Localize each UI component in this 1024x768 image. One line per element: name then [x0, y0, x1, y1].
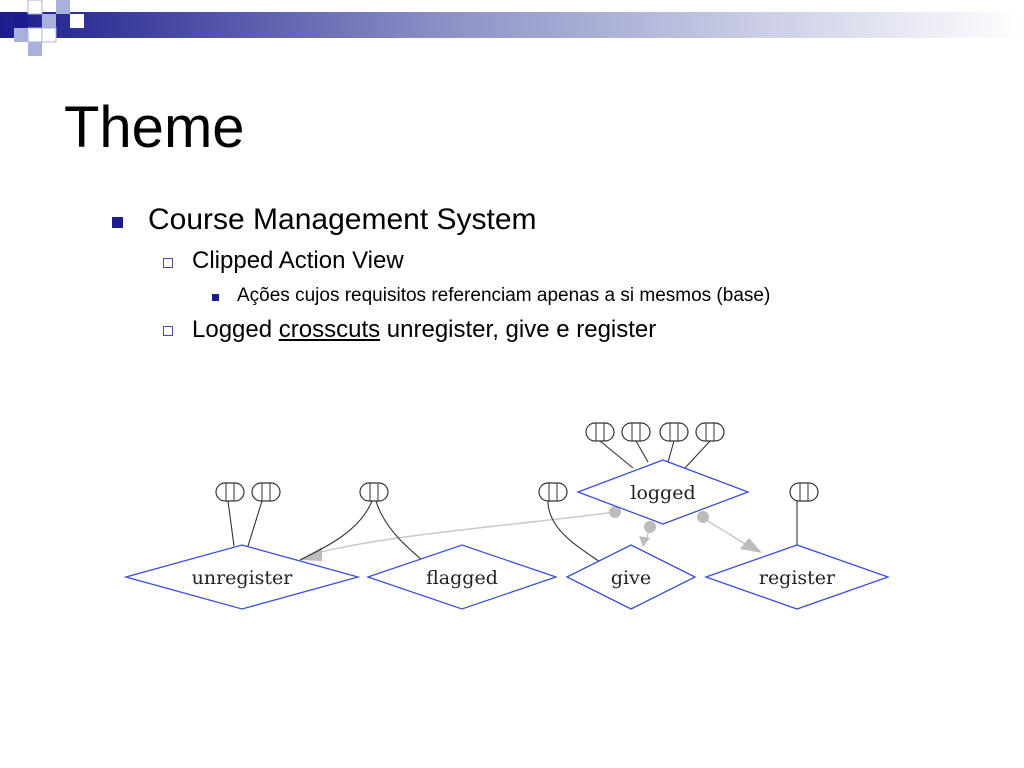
- requirement-pill-icon: [621, 422, 651, 442]
- node-label: unregister: [192, 567, 294, 589]
- crosscut-edges: [300, 506, 762, 561]
- bullet-logged-crosscuts: Logged crosscuts unregister, give e regi…: [192, 316, 656, 344]
- node-register[interactable]: register: [704, 544, 890, 610]
- node-label: logged: [630, 482, 695, 504]
- bullet-square-icon: [112, 217, 123, 228]
- logged-prefix: Logged: [192, 316, 273, 343]
- requirement-pill-icon: [789, 482, 819, 502]
- bullet-clipped-action-view: Clipped Action View: [192, 247, 404, 274]
- bullet-actions-description: Ações cujos requisitos referenciam apena…: [237, 285, 771, 306]
- bullet-hollow-square-icon: [163, 326, 173, 336]
- requirement-pill-icon: [585, 422, 615, 442]
- requirement-pill-icon: [251, 482, 281, 502]
- requirement-pill-icon: [659, 422, 689, 442]
- edge-dot: [609, 506, 621, 518]
- requirement-pill-icon: [538, 482, 568, 502]
- arrow-head: [740, 538, 762, 553]
- node-unregister[interactable]: unregister: [123, 544, 361, 610]
- requirement-pill-icon: [359, 482, 389, 502]
- edge-logged-unregister: [309, 511, 616, 556]
- logged-suffix: unregister, give e register: [386, 316, 657, 343]
- bullet-small-square-icon: [212, 294, 219, 301]
- node-label: give: [611, 567, 651, 589]
- node-give[interactable]: give: [565, 544, 697, 610]
- node-flagged[interactable]: flagged: [365, 544, 559, 610]
- node-logged[interactable]: logged: [576, 459, 750, 525]
- arrow-head: [639, 536, 650, 547]
- slide-title: Theme: [64, 95, 245, 160]
- requirement-pill-icon: [695, 422, 725, 442]
- requirement-edges: [227, 440, 798, 566]
- header-banner: [0, 0, 1024, 56]
- node-label: flagged: [426, 567, 498, 589]
- edge-dot: [697, 511, 709, 523]
- requirement-pill-icon: [215, 482, 245, 502]
- node-label: register: [759, 567, 836, 589]
- edge-dot: [644, 521, 656, 533]
- bullet-course-management: Course Management System: [148, 203, 537, 236]
- crosscuts-link[interactable]: crosscuts: [278, 316, 381, 343]
- bullet-hollow-square-icon: [163, 258, 173, 268]
